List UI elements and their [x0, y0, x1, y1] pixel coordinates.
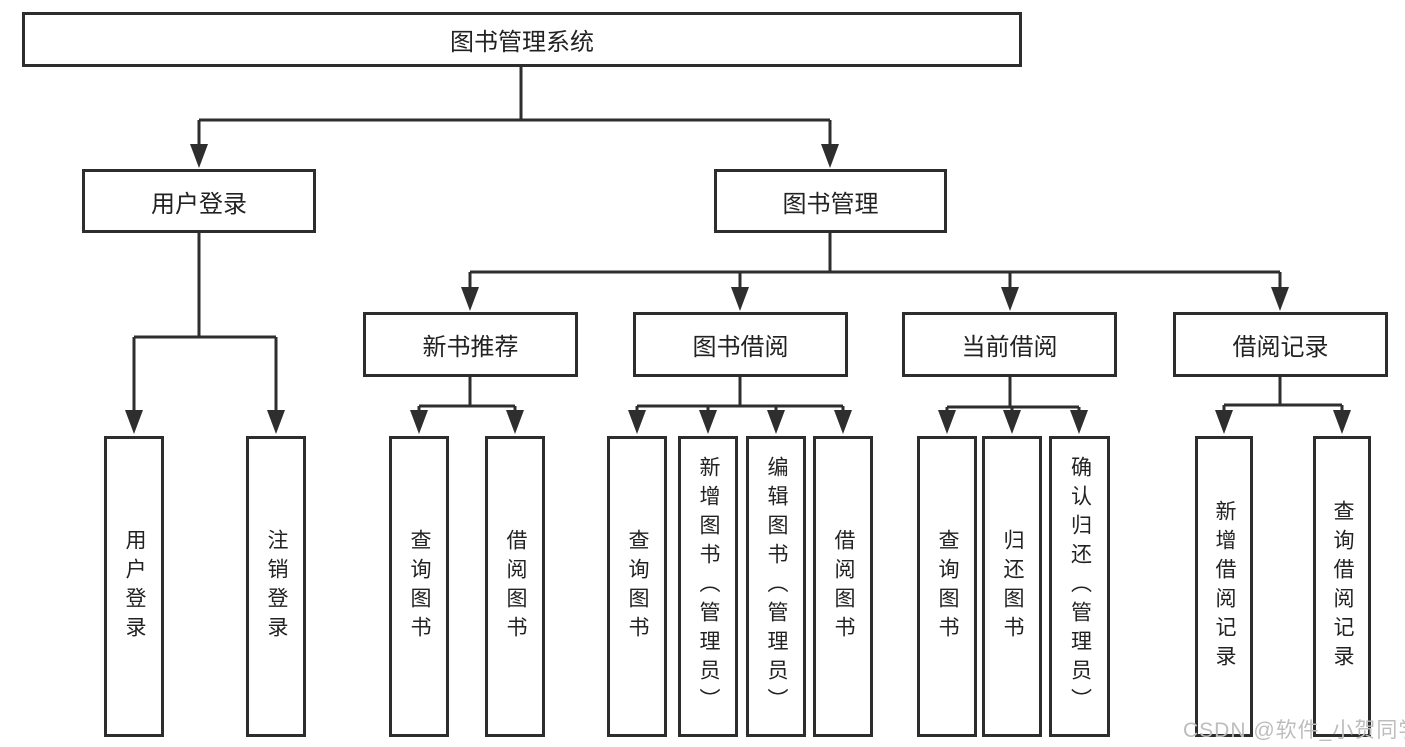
leaf-query-books-2: 查询图书 — [607, 436, 667, 737]
arrowheads — [125, 144, 1351, 434]
leaf-query-books-3: 查询图书 — [917, 436, 977, 737]
leaf-return-books: 归还图书 — [982, 436, 1042, 737]
csdn-watermark: CSDN @软件_小贺同学 — [1183, 719, 1405, 742]
leaf-add-books-admin: 新增图书（管理员） — [678, 436, 738, 737]
node-book-borrowing: 图书借阅 — [633, 312, 848, 377]
leaf-query-borrow-record: 查询借阅记录 — [1313, 436, 1371, 737]
node-user-login: 用户登录 — [82, 169, 316, 233]
node-book-management: 图书管理 — [714, 169, 947, 233]
leaf-query-books-1: 查询图书 — [389, 436, 449, 737]
node-library-management-system: 图书管理系统 — [22, 12, 1022, 67]
leaf-borrow-books-2: 借阅图书 — [813, 436, 873, 737]
leaf-user-login: 用户登录 — [104, 436, 164, 737]
leaf-logout: 注销登录 — [246, 436, 306, 737]
node-current-borrowing: 当前借阅 — [902, 312, 1117, 377]
leaf-borrow-books-1: 借阅图书 — [485, 436, 545, 737]
node-borrowing-records: 借阅记录 — [1173, 312, 1388, 377]
leaf-add-borrow-record: 新增借阅记录 — [1195, 436, 1253, 737]
leaf-edit-books-admin: 编辑图书（管理员） — [746, 436, 806, 737]
leaf-confirm-return-admin: 确认归还（管理员） — [1049, 436, 1110, 737]
node-new-book-recommendation: 新书推荐 — [363, 312, 578, 377]
